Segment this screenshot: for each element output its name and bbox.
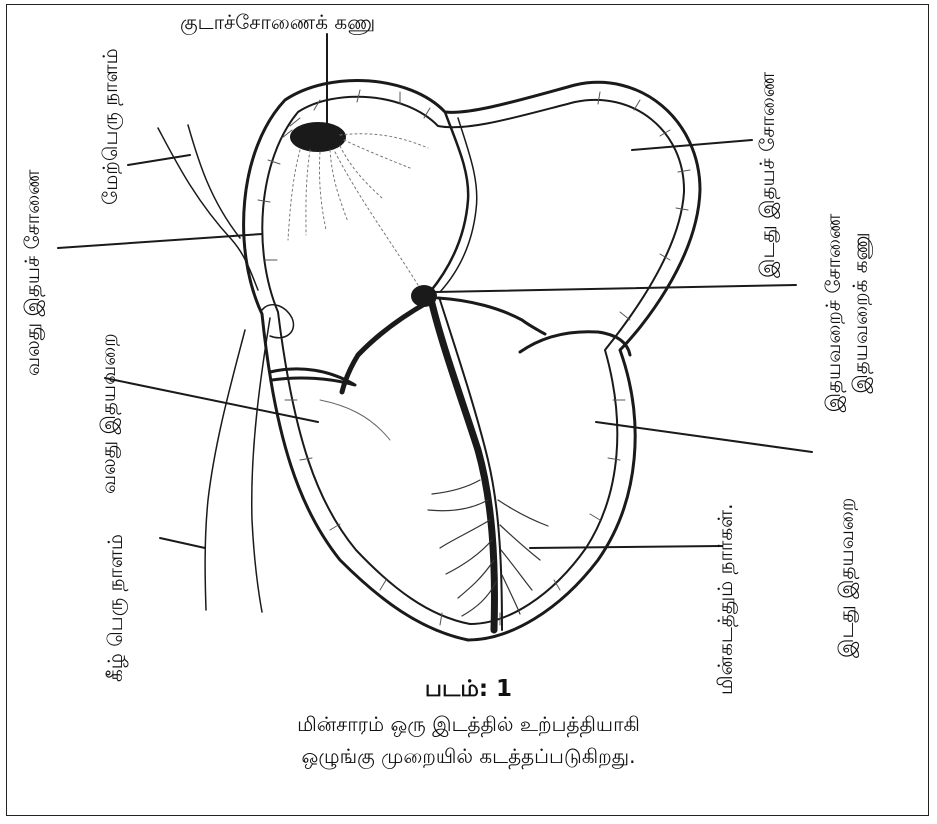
ventricular-septum bbox=[430, 295, 494, 630]
label-inferior-vena-cava: கீழ் பெரு நாளம் bbox=[105, 534, 125, 682]
label-sa-node: குடாச்சோணைக் கணு bbox=[180, 12, 375, 32]
leader-av-node bbox=[435, 285, 796, 292]
leader-svc bbox=[128, 155, 190, 165]
sa-node bbox=[290, 122, 346, 152]
leader-right-atrium bbox=[58, 234, 262, 248]
label-purkinje-fibres: மின்கடத்தும் நார்கள். bbox=[715, 503, 735, 695]
caption-line-2: ஒழுங்கு முறையில் கடத்தப்படுகிறது. bbox=[0, 744, 937, 771]
label-left-atrium: இடது இதயச் சோணை bbox=[757, 72, 777, 278]
av-node bbox=[411, 285, 437, 307]
label-right-atrium: வலது இதயச் சோணை bbox=[22, 169, 42, 376]
label-superior-vena-cava: மேற்பெரு நாளம் bbox=[100, 48, 120, 205]
leader-purkinje bbox=[530, 546, 722, 548]
atrial-septum bbox=[430, 112, 468, 292]
leader-ivc bbox=[160, 538, 205, 548]
figure-number: படம்: 1 bbox=[0, 676, 937, 705]
leader-left-ventricle bbox=[596, 422, 812, 452]
caption-line-1: மின்சாரம் ஒரு இடத்தில் உற்பத்தியாகி bbox=[0, 712, 937, 739]
label-left-ventricle: இடது இதயவறை bbox=[836, 498, 856, 658]
heart-inner-wall bbox=[262, 97, 684, 624]
label-right-ventricle: வலது இதயவறை bbox=[98, 333, 118, 494]
label-av-node: இதயவறைச் சோணை இதயவறைக் கணு bbox=[820, 194, 874, 432]
